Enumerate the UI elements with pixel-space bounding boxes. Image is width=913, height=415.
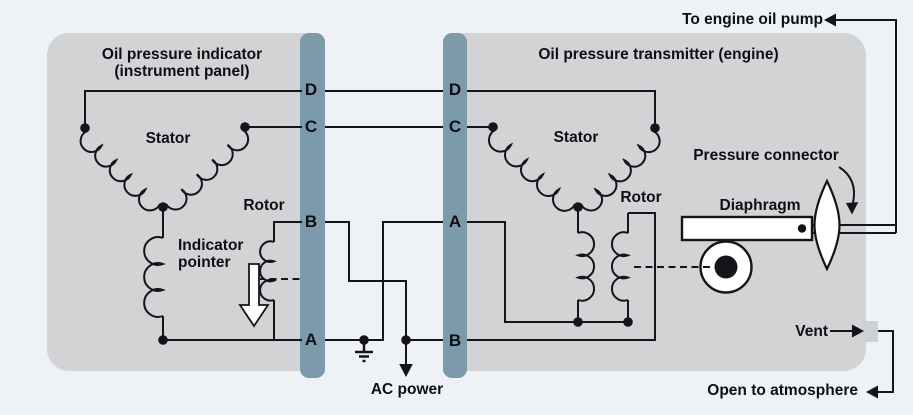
pressure-connector-label: Pressure connector xyxy=(693,147,839,164)
indicator-pointer-label: Indicator pointer xyxy=(178,237,243,271)
right-terminal-b: B xyxy=(448,331,462,350)
capsule-pivot-dot xyxy=(797,224,807,233)
right-terminal-strip xyxy=(443,33,467,378)
left-rotor-coil-icon xyxy=(259,240,277,302)
right-stator-coil-vertical-icon xyxy=(575,231,596,302)
junction-dot xyxy=(240,122,250,132)
vent-line xyxy=(872,330,894,393)
wire-mid-b-cross xyxy=(325,221,407,340)
junction-dot xyxy=(401,335,411,345)
junction-dot xyxy=(623,317,633,327)
oil-pump-line xyxy=(830,19,897,233)
left-stator-coil-left-icon xyxy=(79,130,161,212)
down-arrow-icon xyxy=(399,364,413,377)
right-stator-coil-right-icon xyxy=(580,130,661,212)
pressure-connector-pointer-curve xyxy=(838,166,855,204)
left-stator-label: Stator xyxy=(145,130,191,147)
ground-icon xyxy=(355,340,373,363)
right-terminal-a: A xyxy=(448,212,462,231)
left-rotor-stems xyxy=(273,221,302,340)
left-rotor-label: Rotor xyxy=(243,197,285,214)
indicator-pointer-arrow-icon xyxy=(238,263,270,328)
left-panel-title-line2: (instrument panel) xyxy=(114,63,250,80)
down-arrow-icon xyxy=(845,202,859,215)
left-terminal-c: C xyxy=(304,117,318,136)
right-rotor-coil-icon xyxy=(610,231,631,302)
junction-dot xyxy=(158,335,168,345)
to-engine-oil-pump-label: To engine oil pump xyxy=(682,11,823,28)
pressure-connector-lens xyxy=(813,178,841,272)
left-terminal-b: B xyxy=(304,212,318,231)
left-stator-coil-right-icon xyxy=(165,129,250,211)
right-stator-label: Stator xyxy=(553,129,599,146)
indicator-pointer-label-line1: Indicator xyxy=(178,237,244,254)
junction-dot xyxy=(573,317,583,327)
right-terminal-c: C xyxy=(448,117,462,136)
junction-dot xyxy=(158,202,168,212)
left-terminal-strip xyxy=(300,33,325,378)
left-panel-title: Oil pressure indicator (instrument panel… xyxy=(57,46,307,80)
right-panel-title: Oil pressure transmitter (engine) xyxy=(538,46,779,63)
right-terminal-d: D xyxy=(448,80,462,99)
junction-dot xyxy=(80,123,90,133)
vent-label: Vent xyxy=(795,323,828,340)
open-to-atmosphere-label: Open to atmosphere xyxy=(707,382,858,399)
junction-dot xyxy=(359,335,369,345)
left-panel-title-line1: Oil pressure indicator xyxy=(101,46,263,63)
wire-right-b xyxy=(467,212,656,341)
indicator-pointer-label-line2: pointer xyxy=(178,254,231,271)
crank-pin xyxy=(714,255,738,279)
right-arrow-icon xyxy=(852,324,864,338)
junction-dot xyxy=(488,122,498,132)
wire-right-a xyxy=(467,221,628,323)
junction-dot xyxy=(650,123,660,133)
left-terminal-d: D xyxy=(304,80,318,99)
wire-left-d xyxy=(84,90,302,128)
right-stator-coil-left-icon xyxy=(488,129,576,212)
ac-power-label: AC power xyxy=(370,381,444,398)
diaphragm-capsule xyxy=(680,215,814,242)
diaphragm-label: Diaphragm xyxy=(719,197,801,214)
wire-right-d xyxy=(467,90,656,128)
junction-dots xyxy=(80,122,660,345)
left-stator-coil-vertical-icon xyxy=(143,236,166,318)
right-rotor-label: Rotor xyxy=(620,189,662,206)
vent-port-tab xyxy=(862,321,878,342)
left-arrow-icon xyxy=(824,13,836,27)
junction-dot xyxy=(573,202,583,212)
left-arrow-icon xyxy=(866,385,878,399)
wire-mid-a-cross xyxy=(325,221,443,341)
left-terminal-a: A xyxy=(304,330,318,349)
